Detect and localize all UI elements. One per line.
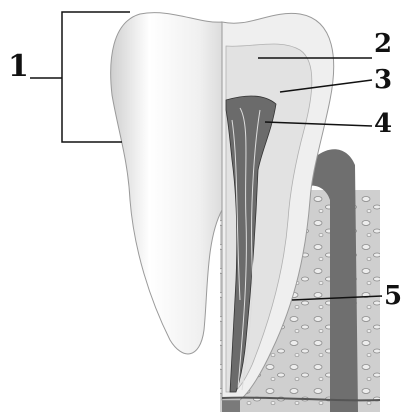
label-2: 2 [374, 29, 392, 59]
label-4: 4 [374, 109, 392, 139]
label-3: 3 [374, 65, 392, 95]
label-1: 1 [8, 49, 29, 84]
label-5: 5 [384, 281, 401, 311]
tooth-exterior [111, 13, 222, 354]
